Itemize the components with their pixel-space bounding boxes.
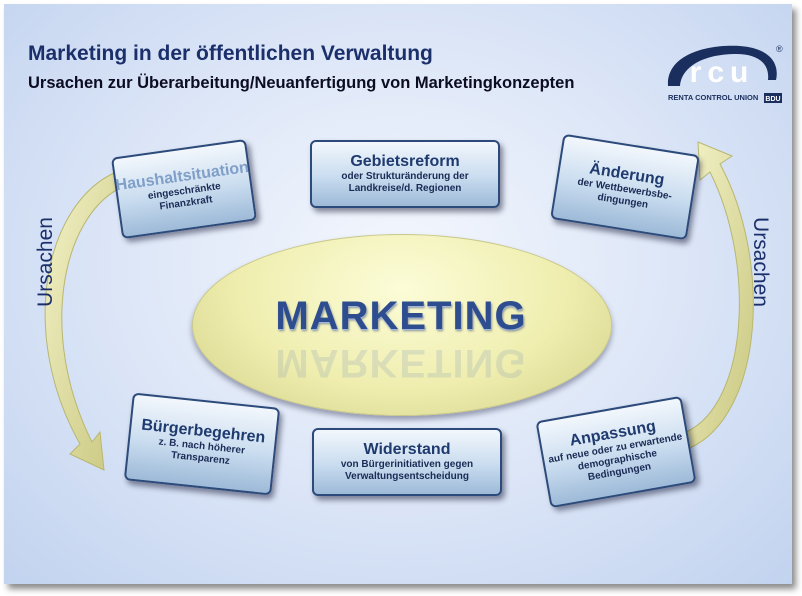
marketing-ellipse <box>192 234 612 416</box>
box-line: Verwaltungsentscheidung <box>345 471 469 482</box>
logo-letters: rcu <box>690 56 755 89</box>
box-title: Widerstand <box>363 441 451 458</box>
box-line: Landkreise/d. Regionen <box>348 183 462 194</box>
ursachen-label-right: Ursachen <box>749 217 772 307</box>
box-line: oder Strukturänderung der <box>341 171 469 182</box>
marketing-reflection: MARKETING <box>275 341 527 385</box>
slide-subtitle: Ursachen zur Überarbeitung/Neuanfertigun… <box>28 74 575 92</box>
rcu-logo: rcu ® RENTA CONTROL UNION BDU <box>667 44 783 103</box>
box-line: von Bürgerinitiativen gegen <box>340 459 474 470</box>
slide: Marketing in der öffentlichen Verwaltung… <box>4 4 792 584</box>
logo-company: RENTA CONTROL UNION <box>668 93 758 102</box>
left-arrow <box>44 171 121 471</box>
ursachen-label-left: Ursachen <box>34 217 57 307</box>
right-arrow <box>685 141 754 449</box>
logo-swoosh <box>667 45 777 86</box>
box-title: Gebietsreform <box>350 153 460 170</box>
marketing-label: MARKETING <box>275 294 527 338</box>
logo-registered: ® <box>776 44 783 54</box>
box-gebietsreform: Gebietsreform oder Strukturänderung der … <box>310 140 500 208</box>
slide-title: Marketing in der öffentlichen Verwaltung <box>28 42 433 65</box>
cycle-arrows <box>44 141 754 471</box>
logo-badge: BDU <box>765 96 780 103</box>
box-buergerbegehren: Bürgerbegehren z. B. nach höherer Transp… <box>123 392 281 496</box>
box-widerstand: Widerstand von Bürgerinitiativen gegen V… <box>312 428 502 496</box>
